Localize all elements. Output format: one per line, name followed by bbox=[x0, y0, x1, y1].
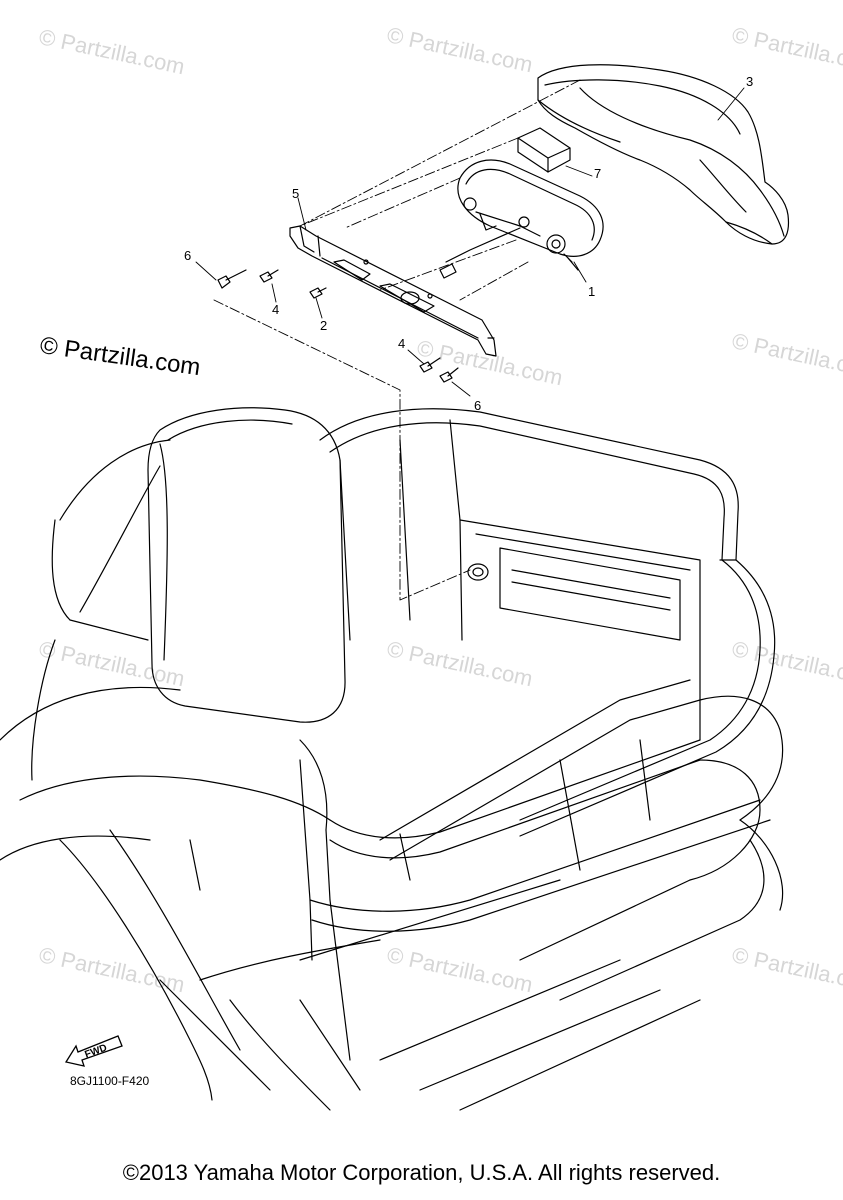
callout-5: 5 bbox=[292, 186, 300, 201]
copyright-notice: ©2013 Yamaha Motor Corporation, U.S.A. A… bbox=[122, 1160, 721, 1185]
callout-4: 4 bbox=[398, 336, 406, 351]
fastener-screws bbox=[217, 269, 459, 383]
callout-leaders bbox=[195, 87, 745, 397]
seat-backrest bbox=[0, 407, 346, 1101]
part-3-rear-cover bbox=[537, 64, 790, 245]
part-1-tail-light bbox=[439, 159, 604, 279]
callout-4: 4 bbox=[272, 302, 280, 317]
callout-6: 6 bbox=[184, 248, 192, 263]
callout-3: 3 bbox=[746, 74, 754, 89]
fwd-label: FWD bbox=[83, 1043, 108, 1061]
callout-7: 7 bbox=[594, 166, 602, 181]
part-5-bracket bbox=[289, 225, 497, 357]
alignment-lines bbox=[213, 79, 581, 601]
diagram-code: 8GJ1100-F420 bbox=[70, 1074, 150, 1088]
callout-2: 2 bbox=[320, 318, 328, 333]
callout-6: 6 bbox=[474, 398, 482, 413]
fwd-arrow-icon: FWD bbox=[64, 1035, 123, 1067]
part-7-pad bbox=[517, 127, 571, 173]
rear-rack-frame bbox=[159, 408, 784, 1111]
callout-1: 1 bbox=[588, 284, 596, 299]
